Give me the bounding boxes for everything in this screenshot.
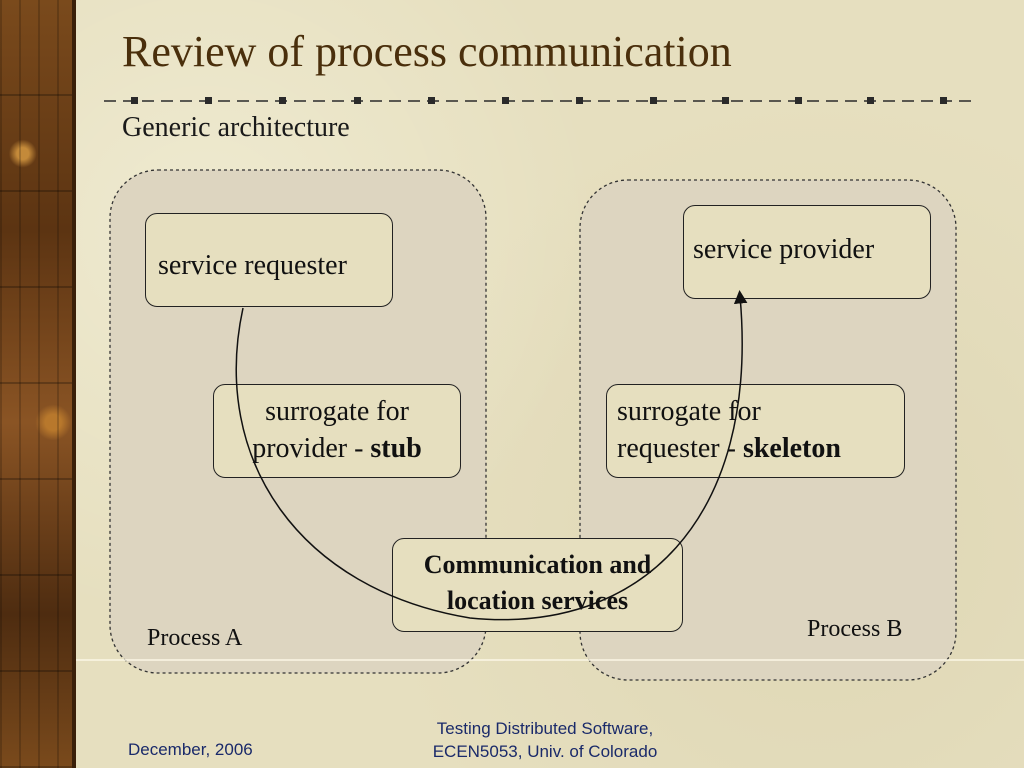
service-provider-box: service provider bbox=[683, 205, 931, 299]
footer-course-line-1: Testing Distributed Software, bbox=[436, 719, 654, 738]
stub-box: surrogate for provider - stub bbox=[213, 384, 461, 478]
title-separator bbox=[104, 97, 972, 104]
skeleton-box: surrogate for requester - skeleton bbox=[606, 384, 905, 478]
skeleton-line-2: requester - skeleton bbox=[617, 431, 904, 468]
service-provider-label: service provider bbox=[693, 234, 875, 265]
stub-line-1: surrogate for bbox=[265, 396, 409, 427]
footer-date: December, 2006 bbox=[128, 740, 253, 759]
slide-subtitle: Generic architecture bbox=[122, 112, 350, 143]
process-a-label: Process A bbox=[147, 625, 243, 651]
stub-keyword: stub bbox=[370, 432, 422, 464]
service-requester-label: service requester bbox=[158, 250, 347, 281]
footer-course: Testing Distributed Software, ECEN5053, … bbox=[380, 718, 710, 764]
skeleton-keyword: skeleton bbox=[742, 432, 841, 464]
skeleton-line-2-prefix: requester - bbox=[617, 432, 743, 464]
communication-services-line-1: Communication and bbox=[423, 550, 652, 579]
skeleton-line-1: surrogate for bbox=[617, 396, 761, 427]
service-requester-box: service requester bbox=[145, 213, 393, 307]
communication-services-line-2: location services bbox=[446, 586, 629, 616]
stub-line-2-prefix: provider - bbox=[252, 432, 371, 464]
footer-course-line-2: ECEN5053, Univ. of Colorado bbox=[432, 741, 658, 761]
communication-services-box: Communication and location services bbox=[392, 538, 683, 632]
slide-title: Review of process communication bbox=[122, 27, 732, 76]
stub-line-2: provider - stub bbox=[214, 431, 460, 468]
wood-texture-strip bbox=[0, 0, 76, 768]
process-b-label: Process B bbox=[807, 616, 903, 642]
